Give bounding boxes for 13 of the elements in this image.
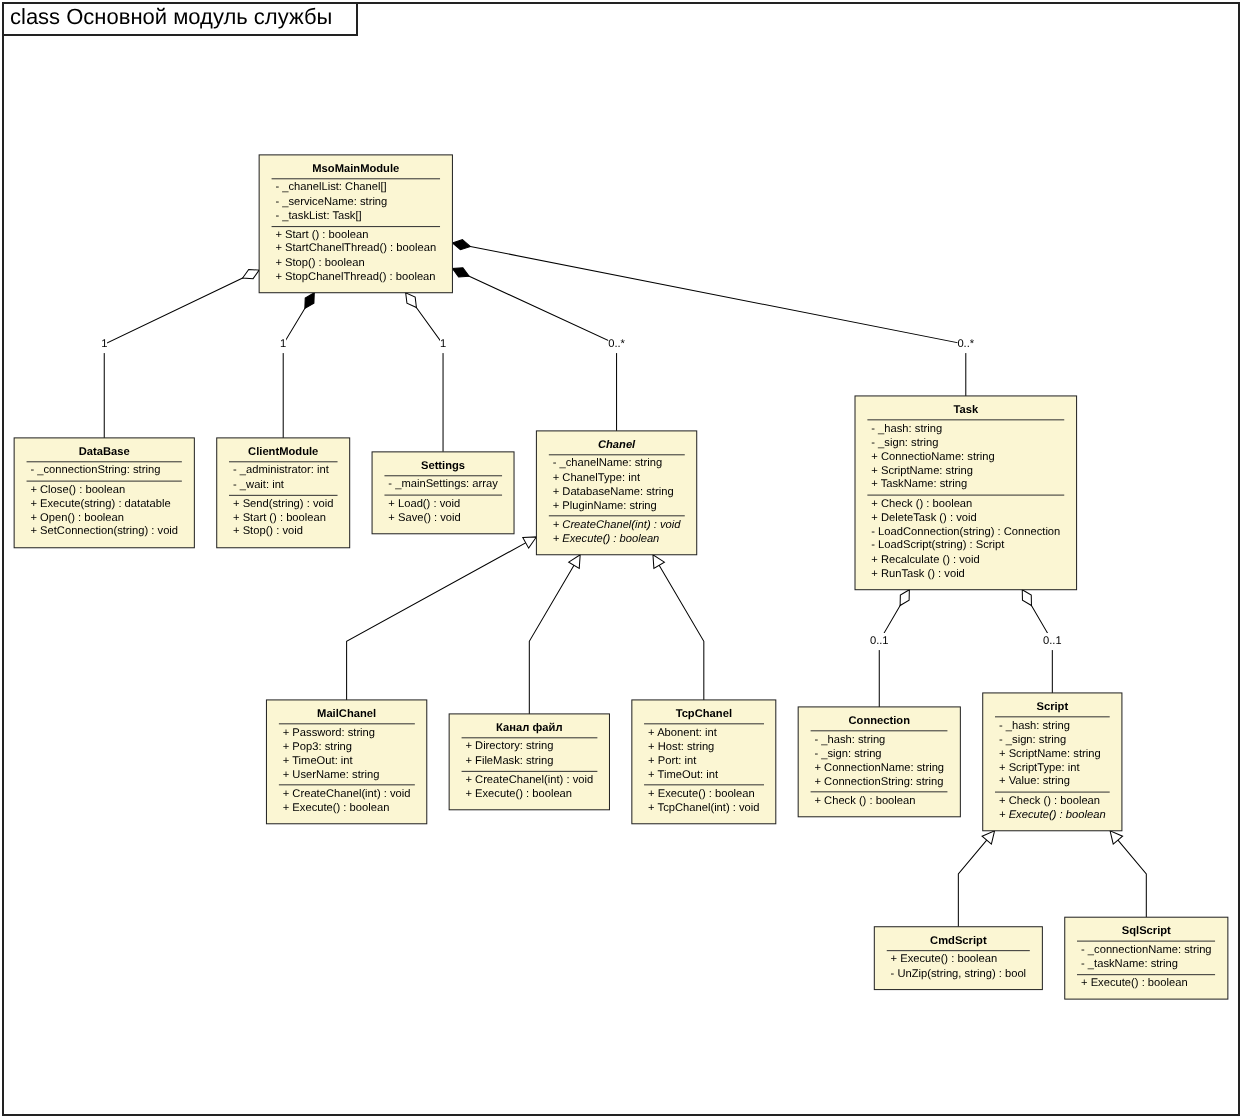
arrow [1109, 830, 1147, 918]
connector [103, 268, 260, 439]
connector [405, 292, 444, 453]
connector [282, 292, 315, 439]
diagram-title: class Основной модуль службы [2, 2, 359, 36]
arrow [652, 554, 705, 701]
connector [878, 589, 910, 708]
arrow [346, 536, 537, 701]
connector [1021, 589, 1053, 694]
arrow [957, 830, 996, 928]
connector [451, 239, 967, 397]
connector [451, 267, 618, 432]
arrow [528, 554, 581, 715]
